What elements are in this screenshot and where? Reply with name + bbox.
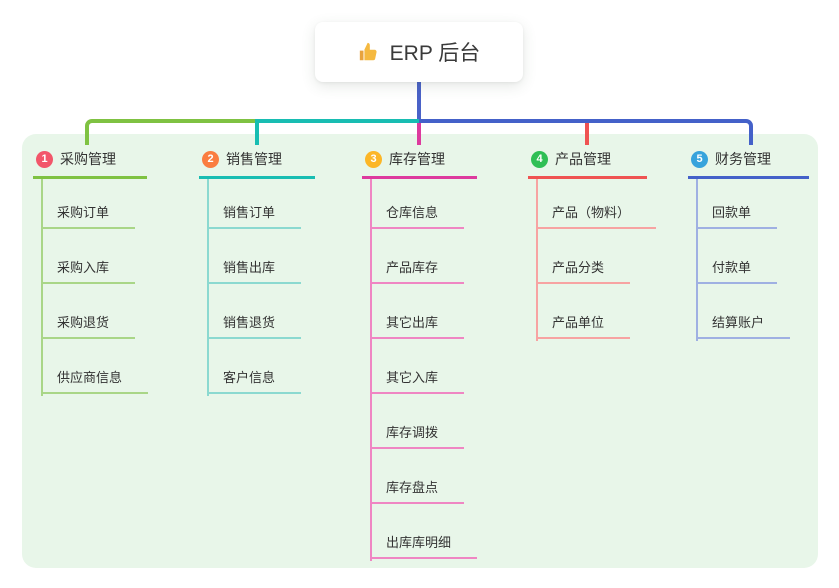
child-node[interactable]: 其它出库 [370, 314, 465, 339]
child-node[interactable]: 出库库明细 [370, 534, 478, 559]
thumbs-up-icon [358, 41, 380, 63]
child-node[interactable]: 销售退货 [207, 314, 302, 339]
child-node[interactable]: 产品（物料） [536, 204, 657, 229]
child-node[interactable]: 库存调拨 [370, 424, 465, 449]
connector-branch-1 [85, 119, 257, 145]
child-node[interactable]: 仓库信息 [370, 204, 465, 229]
branch-label: 产品管理 [555, 151, 611, 167]
child-node[interactable]: 采购退货 [41, 314, 136, 339]
connector-root-vertical [417, 82, 421, 120]
branch-node[interactable]: 1 采购管理 [33, 148, 147, 179]
branch-5: 5 财务管理回款单付款单结算账户 [688, 148, 809, 341]
branch-node[interactable]: 4 产品管理 [528, 148, 647, 179]
child-node[interactable]: 产品分类 [536, 259, 631, 284]
child-node[interactable]: 产品库存 [370, 259, 465, 284]
branch-number-badge: 2 [202, 150, 219, 168]
child-node[interactable]: 客户信息 [207, 369, 302, 394]
child-node[interactable]: 销售订单 [207, 204, 302, 229]
child-node[interactable]: 采购入库 [41, 259, 136, 284]
connector-branch-2 [255, 119, 419, 145]
connector-branch-3 [417, 123, 421, 145]
branch-1: 1 采购管理采购订单采购入库采购退货供应商信息 [33, 148, 149, 396]
root-title: ERP 后台 [389, 42, 481, 65]
branch-label: 采购管理 [60, 151, 116, 167]
branch-node[interactable]: 3 库存管理 [362, 148, 477, 179]
branch-number-badge: 4 [531, 150, 548, 168]
child-node[interactable]: 供应商信息 [41, 369, 149, 394]
child-node[interactable]: 其它入库 [370, 369, 465, 394]
child-node[interactable]: 采购订单 [41, 204, 136, 229]
child-node[interactable]: 回款单 [696, 204, 778, 229]
branch-child-connector [370, 179, 372, 561]
branch-3: 3 库存管理仓库信息产品库存其它出库其它入库库存调拨库存盘点出库库明细 [362, 148, 478, 561]
branch-child-connector [207, 179, 209, 396]
branch-label: 库存管理 [389, 151, 445, 167]
connector-branch-5 [419, 119, 753, 145]
branch-label: 财务管理 [715, 151, 771, 167]
child-node[interactable]: 产品单位 [536, 314, 631, 339]
root-node[interactable]: ERP 后台 [315, 22, 523, 82]
child-node[interactable]: 销售出库 [207, 259, 302, 284]
branch-label: 销售管理 [226, 151, 282, 167]
branch-child-connector [696, 179, 698, 341]
background-panel [22, 134, 818, 568]
branch-node[interactable]: 5 财务管理 [688, 148, 809, 179]
branch-number-badge: 5 [691, 150, 708, 168]
branch-4: 4 产品管理产品（物料） 产品分类产品单位 [528, 148, 657, 341]
child-node[interactable]: 库存盘点 [370, 479, 465, 504]
child-node[interactable]: 付款单 [696, 259, 778, 284]
child-node[interactable]: 结算账户 [696, 314, 791, 339]
branch-number-badge: 1 [36, 150, 53, 168]
branch-2: 2 销售管理销售订单销售出库销售退货客户信息 [199, 148, 315, 396]
branch-child-connector [536, 179, 538, 341]
branch-child-connector [41, 179, 43, 396]
branch-node[interactable]: 2 销售管理 [199, 148, 315, 179]
connector-branch-4 [585, 123, 589, 145]
branch-number-badge: 3 [365, 150, 382, 168]
